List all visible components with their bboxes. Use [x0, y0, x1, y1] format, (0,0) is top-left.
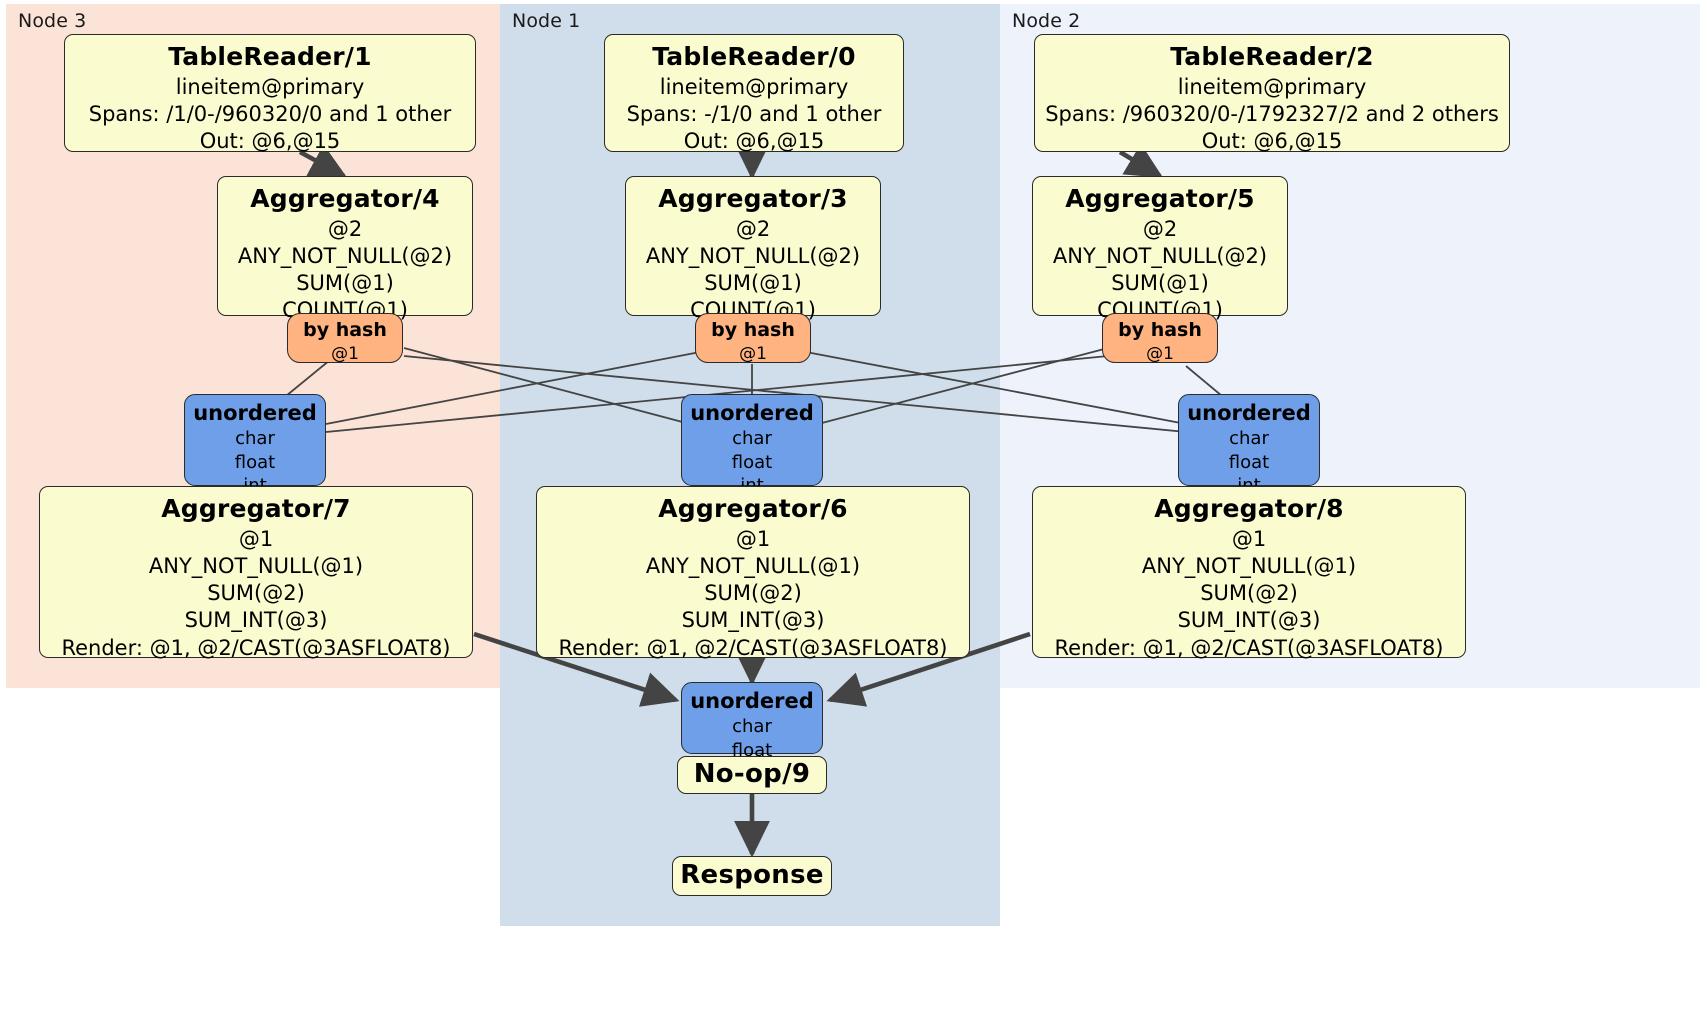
router-by-hash-left[interactable]: by hash @1 [287, 313, 403, 364]
processor-aggregator-8[interactable]: Aggregator/8 @1 ANY_NOT_NULL(@1) SUM(@2)… [1032, 486, 1466, 660]
by-hash-center-title: by hash [711, 319, 795, 341]
synchronizer-unordered-right[interactable]: unordered char float int [1178, 394, 1320, 496]
aggregator-8-func-2: SUM(@2) [1200, 581, 1298, 606]
table-reader-0-spans: Spans: -/1/0 and 1 other [626, 101, 882, 126]
aggregator-7-title: Aggregator/7 [161, 494, 351, 523]
table-reader-0-out: Out: @6,@15 [683, 129, 825, 154]
table-reader-2-title: TableReader/2 [1170, 42, 1374, 71]
unordered-center-title: unordered [690, 401, 814, 425]
synchronizer-unordered-left[interactable]: unordered char float int [184, 394, 326, 496]
node-panel-label-node2: Node 2 [1012, 10, 1081, 32]
aggregator-5-func-2: SUM(@1) [1111, 271, 1209, 296]
aggregator-5-groupcols: @2 [1142, 216, 1178, 241]
processor-aggregator-7[interactable]: Aggregator/7 @1 ANY_NOT_NULL(@1) SUM(@2)… [39, 486, 473, 660]
aggregator-5-title: Aggregator/5 [1065, 184, 1255, 213]
table-reader-2-spans: Spans: /960320/0-/1792327/2 and 2 others [1045, 101, 1499, 126]
aggregator-7-func-3: SUM_INT(@3) [184, 608, 328, 633]
by-hash-right-column: @1 [1146, 343, 1174, 364]
node-panel-label-node1: Node 1 [512, 10, 581, 32]
aggregator-8-func-1: ANY_NOT_NULL(@1) [1141, 553, 1357, 578]
by-hash-left-column: @1 [331, 343, 359, 364]
processor-aggregator-4[interactable]: Aggregator/4 @2 ANY_NOT_NULL(@2) SUM(@1)… [217, 176, 473, 322]
unordered-right-type-2: float [1228, 451, 1270, 473]
aggregator-6-func-3: SUM_INT(@3) [681, 608, 825, 633]
aggregator-4-func-1: ANY_NOT_NULL(@2) [237, 243, 453, 268]
aggregator-8-groupcols: @1 [1231, 526, 1267, 551]
processor-response[interactable]: Response [672, 856, 832, 896]
processor-table-reader-1[interactable]: TableReader/1 lineitem@primary Spans: /1… [64, 34, 476, 154]
table-reader-2-out: Out: @6,@15 [1201, 129, 1343, 154]
by-hash-left-title: by hash [303, 319, 387, 341]
aggregator-8-title: Aggregator/8 [1154, 494, 1344, 523]
node-panel-label-node3: Node 3 [18, 10, 87, 32]
processor-table-reader-0[interactable]: TableReader/0 lineitem@primary Spans: -/… [604, 34, 904, 154]
by-hash-right-title: by hash [1118, 319, 1202, 341]
table-reader-2-table: lineitem@primary [1177, 74, 1367, 99]
processor-aggregator-5[interactable]: Aggregator/5 @2 ANY_NOT_NULL(@2) SUM(@1)… [1032, 176, 1288, 322]
no-op-9-title: No-op/9 [693, 759, 811, 790]
unordered-final-type-2: float [731, 739, 773, 761]
aggregator-7-func-2: SUM(@2) [207, 581, 305, 606]
unordered-left-title: unordered [193, 401, 317, 425]
unordered-final-title: unordered [690, 689, 814, 713]
aggregator-3-func-1: ANY_NOT_NULL(@2) [645, 243, 861, 268]
aggregator-6-render: Render: @1, @2/CAST(@3ASFLOAT8) [558, 635, 948, 660]
processor-aggregator-3[interactable]: Aggregator/3 @2 ANY_NOT_NULL(@2) SUM(@1)… [625, 176, 881, 322]
table-reader-1-spans: Spans: /1/0-/960320/0 and 1 other [88, 101, 452, 126]
aggregator-7-render: Render: @1, @2/CAST(@3ASFLOAT8) [61, 635, 451, 660]
aggregator-3-func-2: SUM(@1) [704, 271, 802, 296]
aggregator-4-groupcols: @2 [327, 216, 363, 241]
table-reader-1-title: TableReader/1 [168, 42, 372, 71]
processor-aggregator-6[interactable]: Aggregator/6 @1 ANY_NOT_NULL(@1) SUM(@2)… [536, 486, 970, 660]
router-by-hash-right[interactable]: by hash @1 [1102, 313, 1218, 364]
aggregator-3-title: Aggregator/3 [658, 184, 848, 213]
aggregator-8-func-3: SUM_INT(@3) [1177, 608, 1321, 633]
table-reader-1-out: Out: @6,@15 [199, 129, 341, 154]
aggregator-3-groupcols: @2 [735, 216, 771, 241]
unordered-center-type-2: float [731, 451, 773, 473]
aggregator-7-func-1: ANY_NOT_NULL(@1) [148, 553, 364, 578]
unordered-left-type-2: float [234, 451, 276, 473]
aggregator-7-groupcols: @1 [238, 526, 274, 551]
table-reader-0-title: TableReader/0 [652, 42, 856, 71]
aggregator-6-func-1: ANY_NOT_NULL(@1) [645, 553, 861, 578]
aggregator-5-func-1: ANY_NOT_NULL(@2) [1052, 243, 1268, 268]
unordered-left-type-1: char [235, 428, 275, 450]
aggregator-6-func-2: SUM(@2) [704, 581, 802, 606]
by-hash-center-column: @1 [739, 343, 767, 364]
processor-no-op-9[interactable]: No-op/9 [677, 756, 827, 794]
aggregator-6-groupcols: @1 [735, 526, 771, 551]
aggregator-8-render: Render: @1, @2/CAST(@3ASFLOAT8) [1054, 635, 1444, 660]
table-reader-0-table: lineitem@primary [659, 74, 849, 99]
unordered-right-title: unordered [1187, 401, 1311, 425]
response-title: Response [680, 860, 824, 891]
aggregator-6-title: Aggregator/6 [658, 494, 848, 523]
table-reader-1-table: lineitem@primary [175, 74, 365, 99]
synchronizer-unordered-center[interactable]: unordered char float int [681, 394, 823, 496]
unordered-right-type-1: char [1229, 428, 1269, 450]
unordered-final-type-1: char [732, 716, 772, 738]
aggregator-4-title: Aggregator/4 [250, 184, 440, 213]
unordered-center-type-1: char [732, 428, 772, 450]
processor-table-reader-2[interactable]: TableReader/2 lineitem@primary Spans: /9… [1034, 34, 1510, 154]
aggregator-4-func-2: SUM(@1) [296, 271, 394, 296]
router-by-hash-center[interactable]: by hash @1 [695, 313, 811, 364]
synchronizer-unordered-final[interactable]: unordered char float [681, 682, 823, 761]
